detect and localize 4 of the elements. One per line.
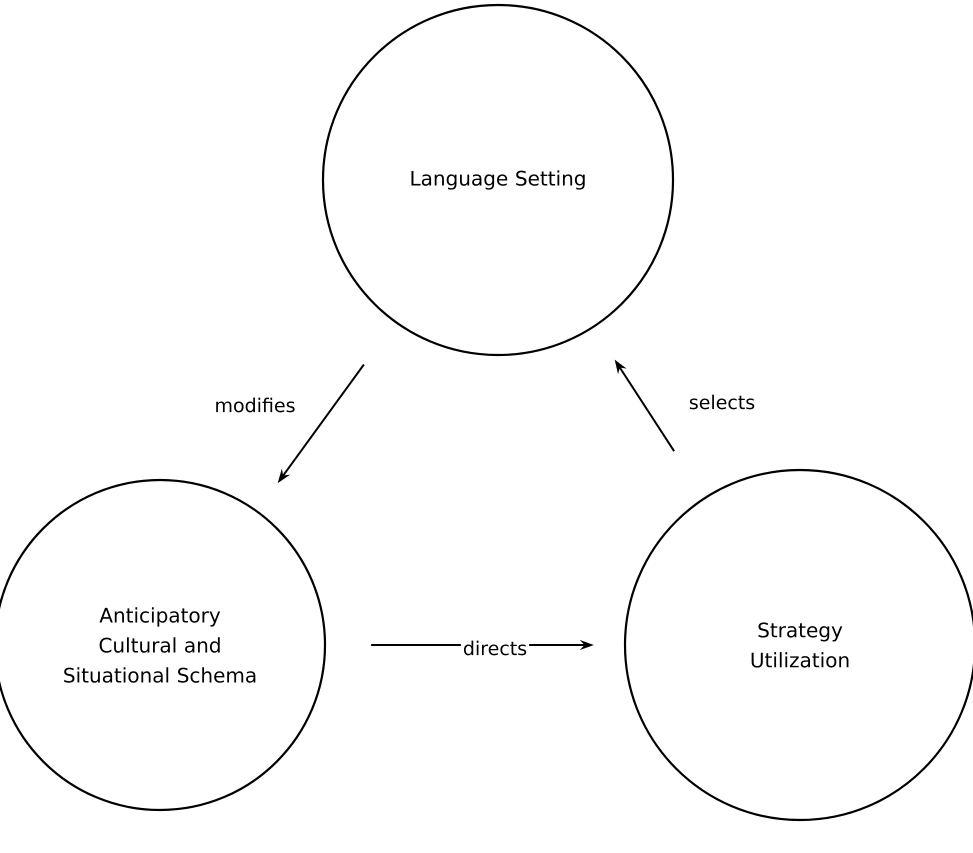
edge-label: directs bbox=[460, 638, 530, 658]
edge-label: selects bbox=[686, 392, 758, 412]
circle-node: Language Setting bbox=[322, 4, 674, 356]
edge-label: modifies bbox=[212, 396, 298, 414]
